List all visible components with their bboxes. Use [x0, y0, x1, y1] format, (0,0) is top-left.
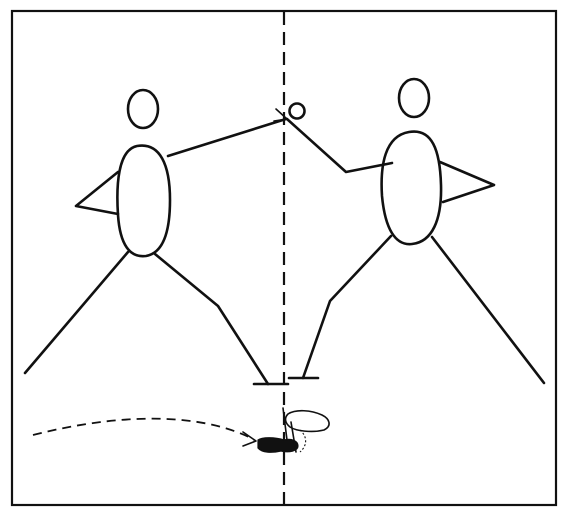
feet-group [258, 408, 329, 452]
left-player-back-arm [76, 172, 118, 214]
movement-path [33, 419, 256, 446]
dashed-arrow-path [33, 419, 254, 440]
right-player-back-arm [440, 162, 494, 202]
right-player-left-leg [303, 236, 391, 378]
left-player-body [117, 146, 170, 257]
right-player-head [399, 79, 429, 117]
left-player-reach-arm [168, 119, 286, 156]
right-player-reach-arm [287, 119, 392, 172]
right-player-right-leg [432, 237, 544, 383]
right-player-body [382, 132, 441, 245]
solid-foot [258, 438, 298, 452]
ball-group [274, 104, 305, 122]
right-player [287, 79, 544, 383]
left-player-right-leg [155, 254, 268, 384]
path-arrowhead [243, 432, 256, 446]
foot-move-arc [300, 430, 306, 452]
left-player [25, 90, 288, 384]
ball [290, 104, 305, 119]
left-player-left-leg [25, 252, 128, 373]
left-player-head [128, 90, 158, 128]
